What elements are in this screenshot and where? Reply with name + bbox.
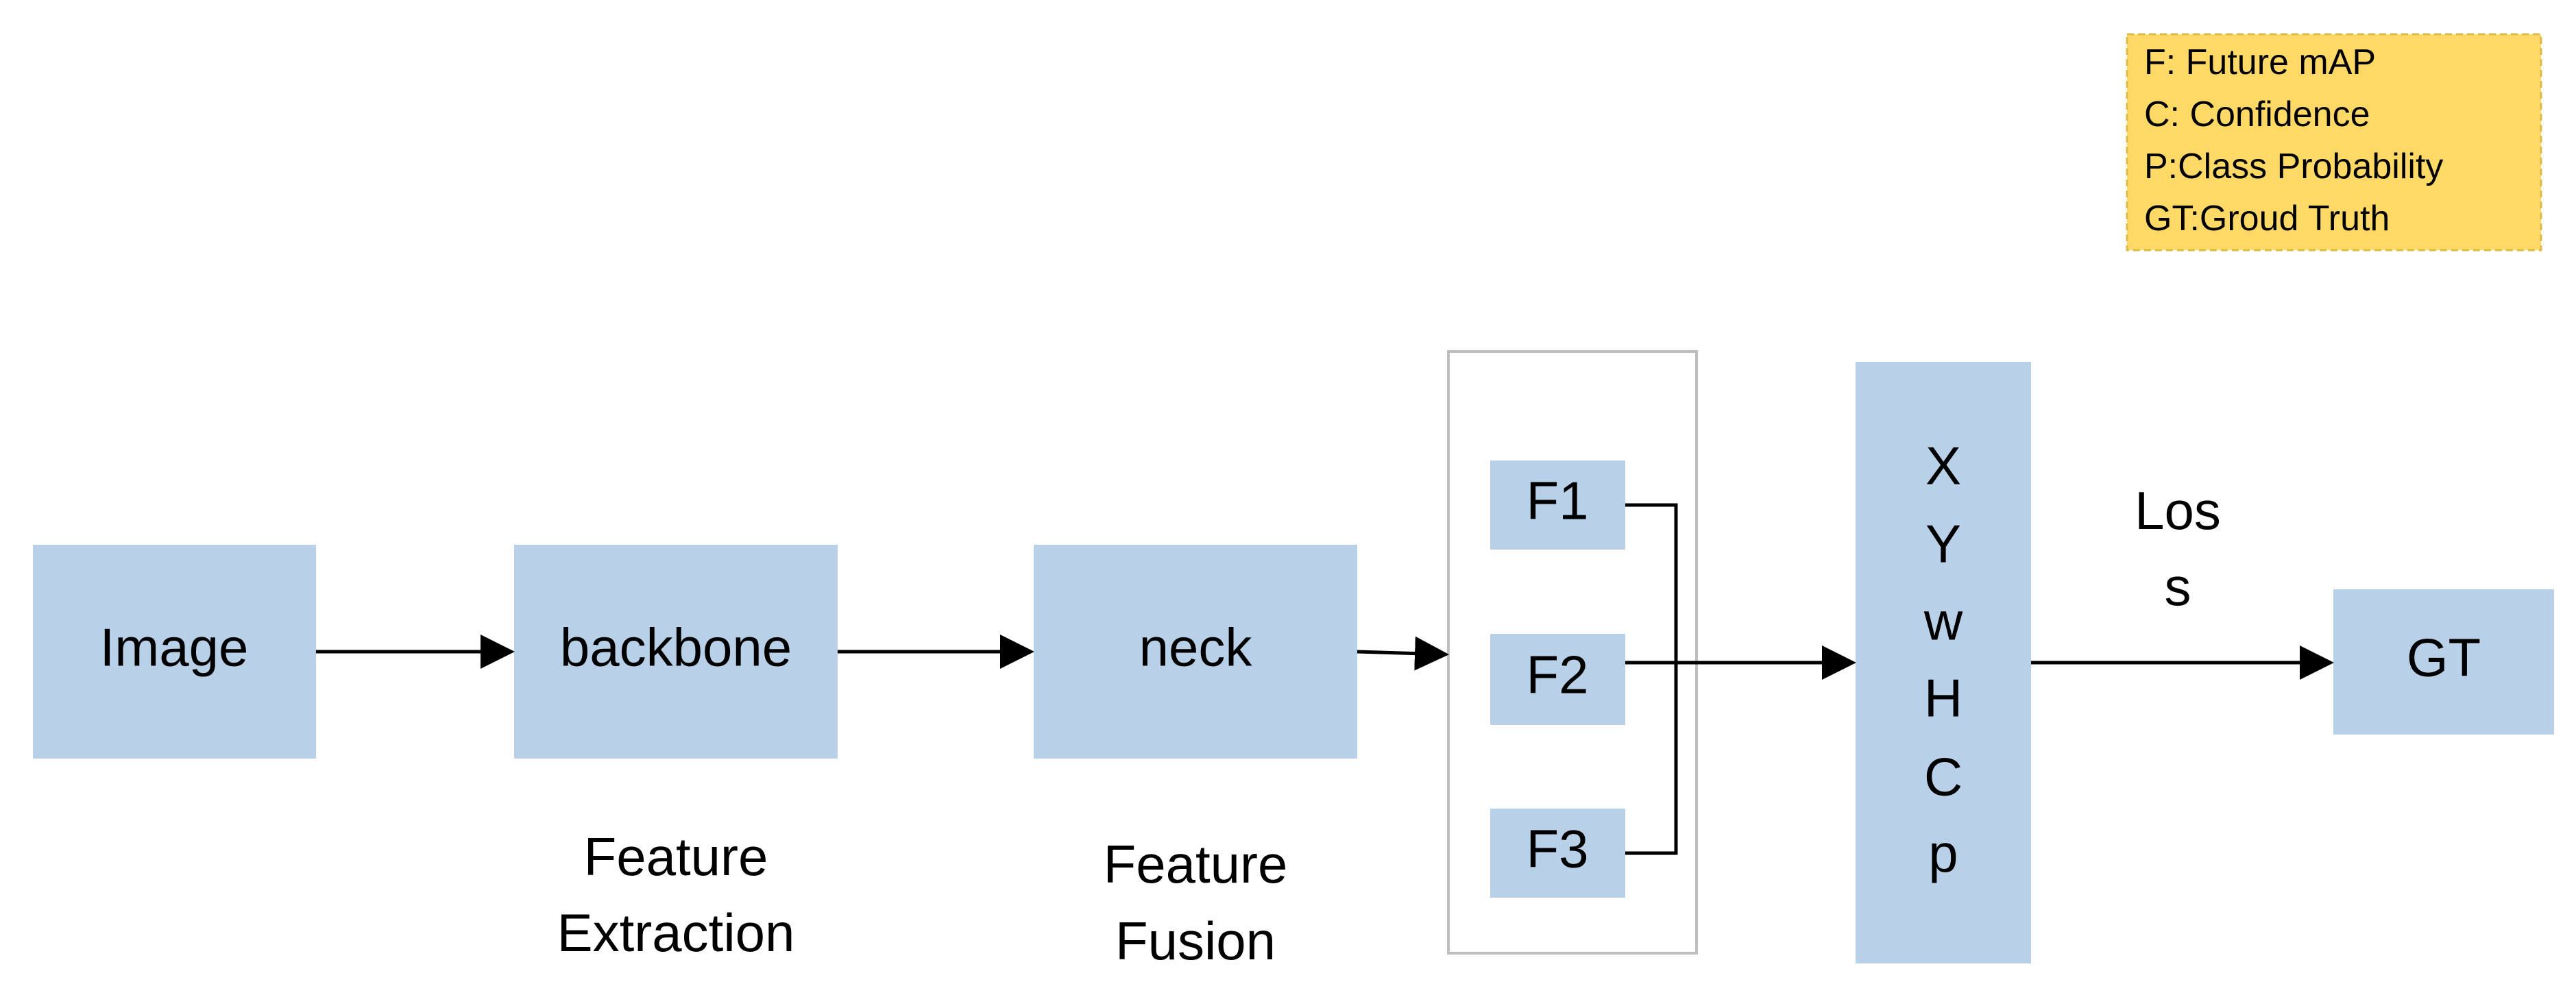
neck-caption-line2: Fusion [1115,911,1276,971]
legend-item-class-probability: P:Class Probability [2144,147,2443,186]
output-letter-x: X [1925,436,1961,496]
neck-node: neck [1034,545,1357,759]
output-letter-h: H [1924,668,1963,728]
backbone-box [514,545,838,759]
output-letter-y: Y [1925,514,1961,574]
f1-box [1490,460,1625,550]
image-box [33,545,316,759]
output-letter-p: p [1928,824,1958,884]
output-box [1856,362,2031,963]
loss-caption-line1: Los [2135,480,2221,541]
f2-label: F2 [1526,645,1588,705]
gt-box [2333,589,2554,735]
f3-label: F3 [1526,819,1588,879]
f3-box [1490,809,1625,898]
output-node: X Y w H C p [1856,362,2031,963]
gt-node: GT [2333,589,2554,735]
backbone-label: backbone [560,617,792,678]
backbone-caption-line1: Feature [584,826,768,887]
backbone-caption-line2: Extraction [557,902,795,963]
neck-caption-line1: Feature [1104,834,1288,894]
legend-box [2126,33,2542,251]
legend-item-ground-truth: GT:Groud Truth [2144,199,2390,238]
connector-f1-f3-bracket [1625,503,1678,855]
f2-box [1490,634,1625,725]
output-letter-w: w [1923,591,1963,652]
neck-label: neck [1139,617,1253,678]
gt-label: GT [2407,628,2481,688]
f1-label: F1 [1526,471,1588,531]
image-node: Image [33,545,316,759]
image-label: Image [100,617,249,678]
legend-item-confidence: C: Confidence [2144,95,2370,134]
f2-node: F2 [1490,634,1625,725]
neck-box [1034,545,1357,759]
f1-node: F1 [1490,460,1625,550]
f3-node: F3 [1490,809,1625,898]
legend: F: Future mAP C: Confidence P:Class Prob… [2126,33,2542,251]
loss-caption-line2: s [2165,556,2191,617]
output-letter-c: C [1924,747,1963,807]
backbone-node: backbone [514,545,838,759]
legend-item-future-map: F: Future mAP [2144,42,2376,82]
arrow-neck-to-feature-maps [1357,636,1449,671]
